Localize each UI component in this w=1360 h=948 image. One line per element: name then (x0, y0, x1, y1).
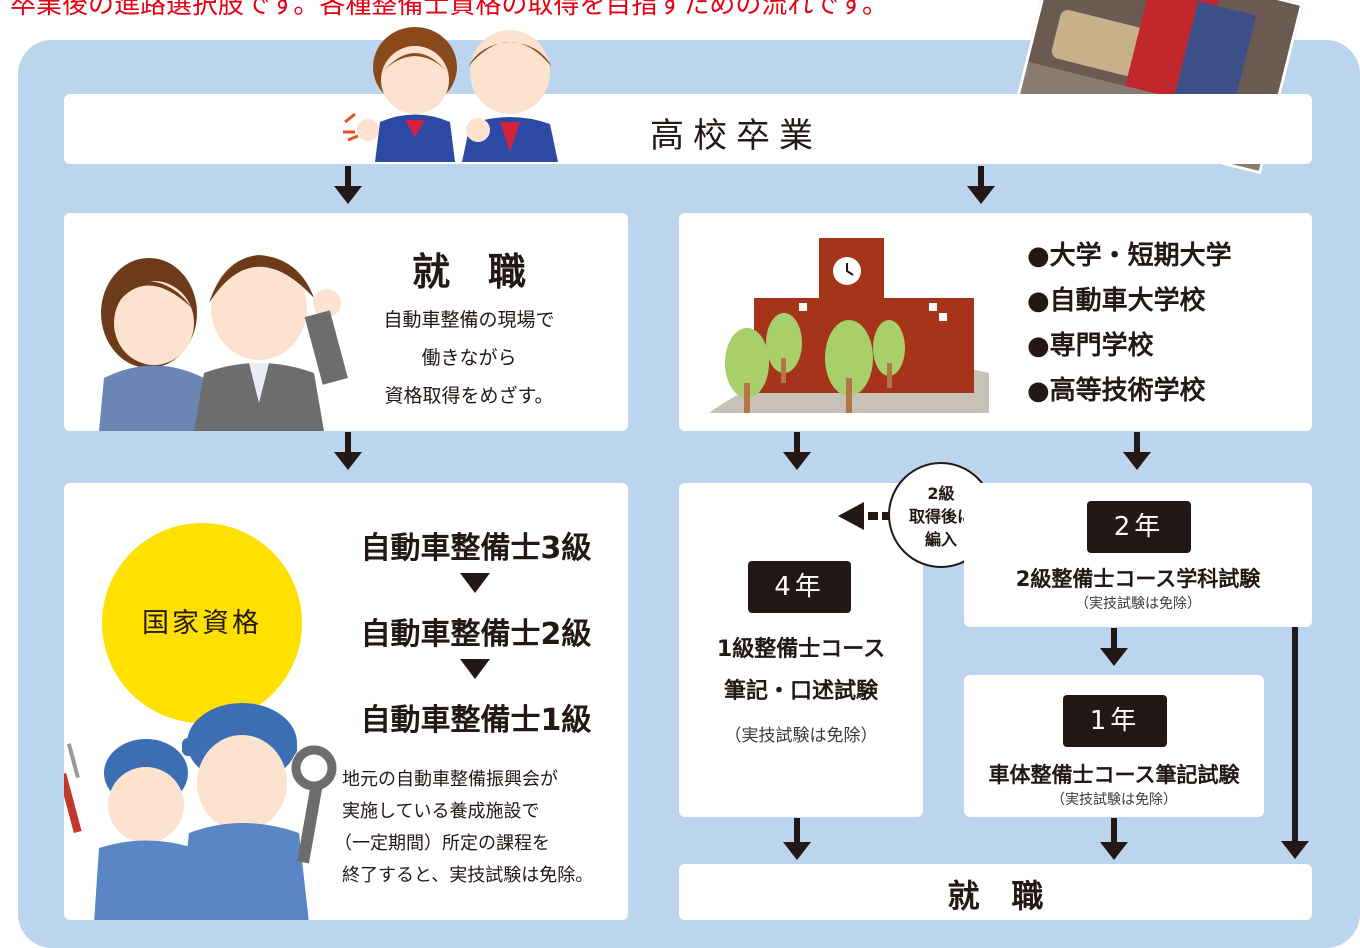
end-box: 就 職 (679, 864, 1312, 920)
transfer-line-3: 編入 (924, 530, 957, 549)
one-year-badge: 1年 (1063, 695, 1167, 747)
national-qualification-box: 国家資格 自動車整備士3級 自動車整備士2級 自動車整備士1級 地元の自動車整備… (64, 483, 628, 920)
two-year-badge: 2年 (1087, 501, 1191, 553)
level-arrow-1 (460, 573, 490, 593)
national-desc-1: 地元の自動車整備振興会が (342, 769, 558, 790)
national-desc-3: （一定期間）所定の課程を (334, 833, 550, 854)
arrow-two-year-to-end (1281, 627, 1309, 859)
arrow-school-to-two-year (1123, 432, 1151, 470)
national-desc-4: 終了すると、実技試験は免除。 (342, 865, 594, 886)
arrow-school-to-four-year (783, 432, 811, 470)
four-year-line-2: 筆記・口述試験 (723, 679, 878, 704)
four-year-box: 4年 1級整備士コース 筆記・口述試験 （実技試験は免除） (679, 483, 923, 817)
level-arrow-2 (460, 659, 490, 679)
two-year-title: 2級整備士コース学科試験 (1015, 567, 1261, 591)
national-desc-2: 実施している養成施設で (342, 801, 540, 822)
one-year-title: 車体整備士コース筆記試験 (988, 763, 1240, 787)
national-badge-circle (102, 523, 302, 723)
header-text: 卒業後の進路選択肢です。各種整備士資格の取得を目指すための流れです。 (10, 0, 889, 20)
school-item-2: ●自動車大学校 (1027, 286, 1206, 316)
employment-desc-1: 自動車整備の現場で (383, 309, 555, 331)
students-illustration (343, 27, 558, 162)
school-building-illustration (709, 238, 989, 413)
mechanics-illustration (64, 703, 337, 920)
start-label: 高校卒業 (650, 116, 822, 156)
arrow-one-year-to-end (1100, 818, 1128, 860)
four-year-note: （実技試験は免除） (724, 726, 878, 746)
two-year-box: 2年 2級整備士コース学科試験 （実技試験は免除） (964, 483, 1312, 627)
end-label: 就 職 (947, 877, 1044, 915)
school-item-3: ●専門学校 (1027, 331, 1154, 361)
arrow-two-to-one-year (1100, 628, 1128, 666)
arrow-employment-to-national (334, 432, 362, 470)
employment-desc-2: 働きながら (421, 347, 517, 369)
national-level-1: 自動車整備士1級 (360, 703, 592, 738)
four-year-line-1: 1級整備士コース (716, 637, 886, 662)
one-year-note: （実技試験は免除） (1051, 792, 1177, 808)
school-item-4: ●高等技術学校 (1027, 376, 1206, 406)
school-box: ●大学・短期大学 ●自動車大学校 ●専門学校 ●高等技術学校 (679, 213, 1312, 431)
start-box: 高校卒業 (64, 94, 1312, 164)
one-year-box: 1年 車体整備士コース筆記試験 （実技試験は免除） (964, 675, 1264, 817)
transfer-line-2: 取得後に (908, 507, 973, 526)
arrow-four-year-to-end (783, 818, 811, 860)
two-year-note: （実技試験は免除） (1075, 596, 1201, 612)
employment-desc-3: 資格取得をめざす。 (384, 385, 554, 407)
arrow-start-to-employment (334, 166, 362, 204)
school-item-1: ●大学・短期大学 (1027, 241, 1232, 271)
national-level-2: 自動車整備士2級 (360, 617, 592, 652)
four-year-badge: 4年 (748, 561, 851, 613)
national-level-3: 自動車整備士3級 (360, 531, 592, 566)
arrow-start-to-school (967, 166, 995, 204)
transfer-line-1: 2級 (927, 484, 955, 503)
office-workers-illustration (99, 255, 348, 431)
national-badge-label: 国家資格 (142, 608, 262, 639)
employment-title: 就 職 (411, 250, 526, 294)
employment-box: 就 職 自動車整備の現場で 働きながら 資格取得をめざす。 (64, 213, 628, 431)
